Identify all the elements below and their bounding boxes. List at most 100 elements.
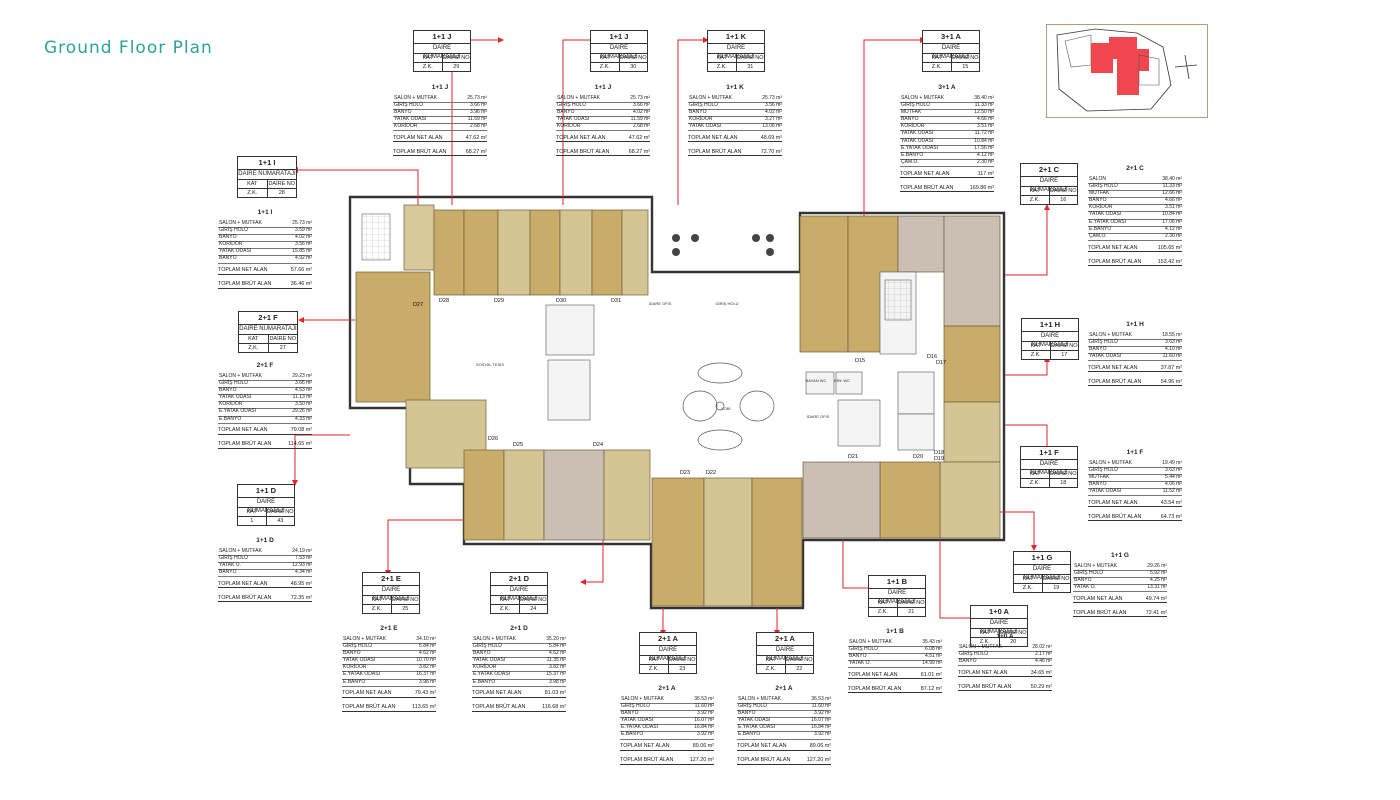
unit-tag-kat-label: KAT xyxy=(869,599,898,607)
schedule-gross-label: TOPLAM BRÜT ALAN xyxy=(342,704,396,711)
schedule-title: 2+1 E xyxy=(380,625,398,632)
schedule-net-label: TOPLAM NET ALAN xyxy=(218,427,268,434)
schedule-gross-label: TOPLAM BRÜT ALAN xyxy=(688,149,742,156)
unit-tag-heading: DAİRE NUMARATAJI xyxy=(237,170,297,180)
unit-tag-value-row: Z.K.22 xyxy=(756,665,814,674)
schedule-gross-value: 87.12 m² xyxy=(920,685,942,692)
door-number: D30 xyxy=(556,298,566,304)
schedule-gross-label: TOPLAM BRÜT ALAN xyxy=(848,685,902,692)
schedule-room: GİRİŞ HOLÜ xyxy=(621,702,650,709)
unit-tag-kat-label: KAT xyxy=(238,180,268,188)
schedule-room: E.YATAK ODASI xyxy=(901,144,938,151)
schedule-net-value: 48.95 m² xyxy=(290,580,312,587)
schedule-area: 13.31 m² xyxy=(1147,584,1167,591)
schedule-gross-label: TOPLAM BRÜT ALAN xyxy=(737,757,791,764)
schedule-area: 4.66 m² xyxy=(977,116,994,123)
schedule-room: BANYO xyxy=(1089,197,1107,204)
schedule-net-label: TOPLAM NET ALAN xyxy=(688,135,738,142)
unit-tag-value-row: Z.K.23 xyxy=(639,665,697,674)
schedule-net-label: TOPLAM NET ALAN xyxy=(1073,595,1123,602)
schedule-area: 4.33 m² xyxy=(295,415,312,422)
schedule-room: KORİDOR xyxy=(219,401,243,408)
unit-tag-heading: DAİRE NUMARATAJI xyxy=(1021,332,1079,348)
schedule-room: YATAK ODASI xyxy=(219,394,252,401)
unit-tag-value-row: Z.K.17 xyxy=(1021,351,1079,360)
schedule-area: 3.96 m² xyxy=(470,108,487,115)
schedule-gross-value: 68.27 m² xyxy=(465,149,487,156)
schedule-room: YATAK O. xyxy=(1074,584,1096,591)
schedule-room: ÇAM.O. xyxy=(901,159,919,166)
unit-tag-no-label: DAİRE NO xyxy=(668,657,696,663)
schedule-area: 11.59 m² xyxy=(467,116,487,123)
schedule-room: SALON + MUTFAK xyxy=(343,635,386,642)
schedule-title: 1+1 G xyxy=(1111,552,1129,559)
schedule-net-value: 47.62 m² xyxy=(628,135,650,142)
schedule-gross-value: 68.27 m² xyxy=(628,149,650,156)
unit-tag-value-row: Z.K.31 xyxy=(707,63,765,72)
schedule-room: MUTFAK xyxy=(1089,189,1110,196)
schedule-area: 4.34 m² xyxy=(295,569,312,576)
schedule-area: 11.13 m² xyxy=(292,394,312,401)
unit-tag-floor: Z.K. xyxy=(238,189,268,197)
unit-tag-number: 28 xyxy=(278,190,285,196)
schedule-room: SALON + MUTFAK xyxy=(621,695,664,702)
schedule-area: 25.73 m² xyxy=(762,94,782,101)
schedule-room: GİRİŞ HOLÜ xyxy=(1089,182,1118,189)
door-number: D24 xyxy=(593,442,603,448)
schedule-room: KORİDOR xyxy=(1089,204,1113,211)
schedule-area: 3.56 m² xyxy=(295,241,312,248)
door-number: D16 xyxy=(927,354,937,360)
schedule-net-value: 43.54 m² xyxy=(1160,500,1182,507)
schedule-title: 1+1 I xyxy=(257,209,273,216)
unit-tag-floor: Z.K. xyxy=(363,605,392,613)
unit-tag-kat-label: KAT xyxy=(708,54,737,62)
schedule-gross-value: 169.86 m² xyxy=(969,184,994,191)
schedule-room: SALON xyxy=(1089,175,1106,182)
schedule-title: 2+1 D xyxy=(510,625,528,632)
schedule-gross-label: TOPLAM BRÜT ALAN xyxy=(218,594,272,601)
schedule-gross-value: 72.41 m² xyxy=(1145,609,1167,616)
schedule-room: SALON + MUTFAK xyxy=(557,94,600,101)
schedule-gross-label: TOPLAM BRÜT ALAN xyxy=(958,683,1012,690)
door-number: D29 xyxy=(494,298,504,304)
unit-band-north xyxy=(403,204,649,296)
unit-tag-kat-label: KAT xyxy=(238,508,267,516)
schedule-area: 11.60 m² xyxy=(694,702,714,709)
unit-tag-no-label: DAİRE NO xyxy=(442,55,470,61)
schedule-area: 2.30 m² xyxy=(1165,233,1182,239)
door-numbers: D28 D29 D30 D31 D27 D25 D24 D26 D23 D22 … xyxy=(413,298,946,476)
schedule-area: 16.37 m² xyxy=(416,671,436,678)
unit-tag-heading: DAİRE NUMARATAJI xyxy=(639,646,697,662)
